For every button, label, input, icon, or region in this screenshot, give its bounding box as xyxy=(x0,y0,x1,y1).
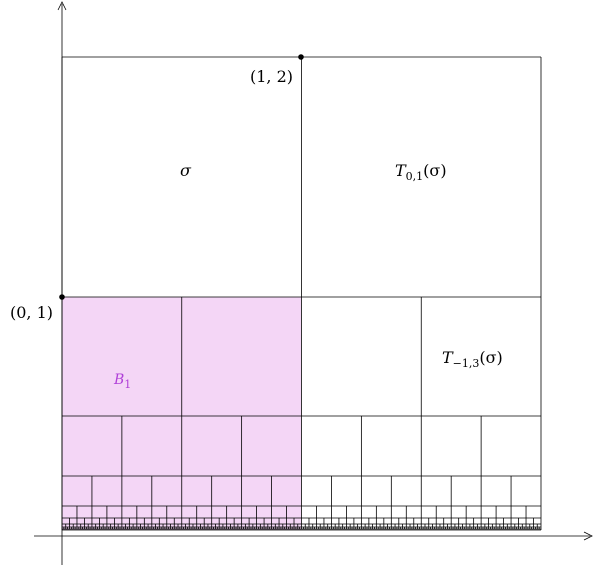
x-axis-arrow-icon xyxy=(583,531,593,541)
label-sigma: σ xyxy=(180,161,192,180)
label-t01: T0,1(σ) xyxy=(395,161,447,183)
label-point-1-2: (1, 2) xyxy=(250,67,293,86)
label-t13: T−1,3(σ) xyxy=(442,348,503,370)
y-axis-arrow-icon xyxy=(57,1,67,11)
label-point-0-1: (0, 1) xyxy=(10,303,53,322)
label-b1: B1 xyxy=(113,372,131,391)
point-0-1-marker xyxy=(59,294,65,300)
point-1-2-marker xyxy=(298,54,304,60)
